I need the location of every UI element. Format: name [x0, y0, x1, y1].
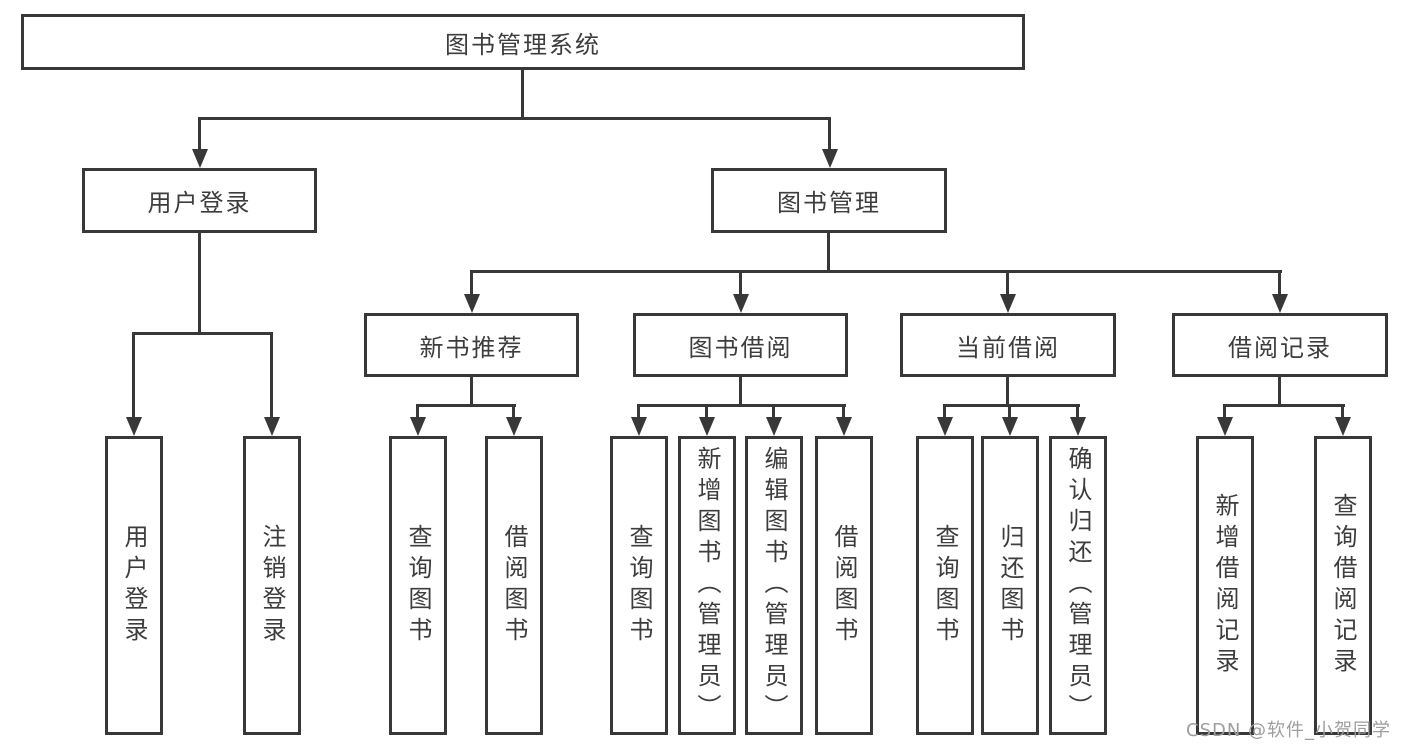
connector-line: [416, 404, 419, 418]
connector-line: [470, 270, 1282, 273]
arrowhead-down-icon: [464, 294, 480, 313]
connector-line: [705, 404, 708, 418]
arrowhead-down-icon: [126, 417, 142, 436]
leaf-borrow-query-books: 查询图书: [610, 436, 668, 735]
connector-line: [521, 70, 524, 120]
arrowhead-down-icon: [1217, 417, 1233, 436]
connector-line: [1008, 404, 1011, 418]
node-user-login: 用户登录: [82, 168, 317, 233]
leaf-edit-book-admin: 编辑图书（管理员）: [745, 436, 803, 735]
connector-line: [1278, 377, 1281, 406]
arrowhead-down-icon: [836, 417, 852, 436]
arrowhead-down-icon: [766, 417, 782, 436]
leaf-add-borrow-record: 新增借阅记录: [1196, 436, 1254, 735]
node-book-management: 图书管理: [711, 168, 947, 233]
connector-line: [1223, 404, 1345, 407]
node-book-borrow: 图书借阅: [633, 313, 848, 377]
connector-line: [270, 332, 273, 417]
connector-line: [512, 404, 515, 418]
leaf-logout: 注销登录: [243, 436, 301, 735]
arrowhead-down-icon: [264, 417, 280, 436]
connector-line: [772, 404, 775, 418]
leaf-query-borrow-record: 查询借阅记录: [1314, 436, 1372, 735]
connector-line: [828, 117, 831, 150]
arrowhead-down-icon: [733, 294, 749, 313]
leaf-recommend-borrow-books: 借阅图书: [485, 436, 543, 735]
leaf-user-login: 用户登录: [105, 436, 163, 735]
node-new-book-recommend: 新书推荐: [364, 313, 579, 377]
leaf-borrow-books: 借阅图书: [815, 436, 873, 735]
arrowhead-down-icon: [822, 149, 838, 168]
connector-line: [470, 377, 473, 406]
leaf-current-query-books: 查询图书: [916, 436, 974, 735]
arrowhead-down-icon: [631, 417, 647, 436]
node-borrow-records: 借阅记录: [1172, 313, 1388, 377]
leaf-return-book: 归还图书: [981, 436, 1039, 735]
watermark-csdn: CSDN @软件_小贺同学: [1186, 720, 1392, 741]
node-current-borrow: 当前借阅: [900, 313, 1116, 377]
connector-line: [842, 404, 845, 418]
arrowhead-down-icon: [1002, 417, 1018, 436]
arrowhead-down-icon: [937, 417, 953, 436]
connector-line: [827, 233, 830, 273]
connector-line: [1341, 404, 1344, 418]
connector-line: [132, 332, 273, 335]
arrowhead-down-icon: [1070, 417, 1086, 436]
arrowhead-down-icon: [1335, 417, 1351, 436]
connector-line: [132, 332, 135, 417]
connector-line: [1006, 270, 1009, 296]
arrowhead-down-icon: [192, 149, 208, 168]
connector-line: [198, 117, 201, 150]
arrowhead-down-icon: [1272, 294, 1288, 313]
connector-line: [470, 270, 473, 296]
connector-line: [637, 404, 846, 407]
connector-line: [1278, 270, 1281, 296]
arrowhead-down-icon: [699, 417, 715, 436]
node-library-management-system: 图书管理系统: [21, 14, 1025, 70]
arrowhead-down-icon: [506, 417, 522, 436]
connector-line: [198, 117, 831, 120]
connector-line: [1006, 377, 1009, 406]
leaf-confirm-return-admin: 确认归还（管理员）: [1049, 436, 1107, 735]
arrowhead-down-icon: [1000, 294, 1016, 313]
connector-line: [1223, 404, 1226, 418]
connector-line: [637, 404, 640, 418]
connector-line: [739, 270, 742, 296]
connector-line: [943, 404, 1080, 407]
connector-line: [198, 233, 201, 335]
arrowhead-down-icon: [410, 417, 426, 436]
connector-line: [739, 377, 742, 406]
connector-line: [943, 404, 946, 418]
leaf-recommend-query-books: 查询图书: [389, 436, 447, 735]
leaf-add-book-admin: 新增图书（管理员）: [678, 436, 736, 735]
connector-line: [1076, 404, 1079, 418]
connector-line: [416, 404, 516, 407]
